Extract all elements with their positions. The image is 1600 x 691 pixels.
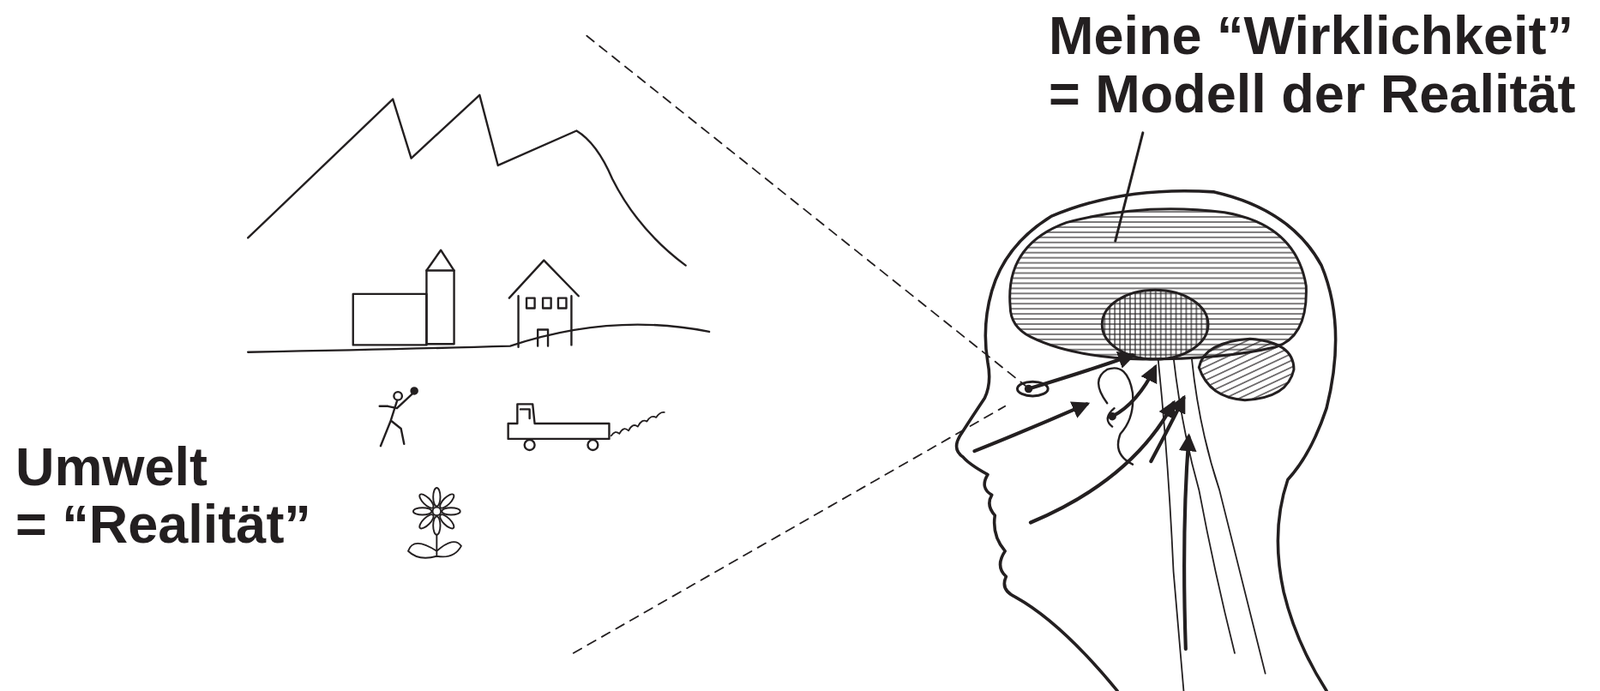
sensory-arrow [974, 403, 1087, 452]
mountains [247, 95, 686, 266]
exhaust [611, 412, 665, 437]
house [509, 260, 579, 348]
label-text: = Modell der Realität [1048, 66, 1576, 121]
label-text: = “Realität” [15, 497, 312, 552]
window [558, 298, 567, 309]
figure-head [393, 391, 403, 401]
window [526, 298, 536, 309]
sensory-arrow [1184, 437, 1189, 650]
church-nave [353, 294, 428, 346]
ground [247, 324, 710, 353]
cerebrum [1010, 209, 1307, 360]
truck [508, 403, 610, 439]
sensory-arrow [1150, 397, 1184, 462]
flower [408, 487, 462, 559]
church-tower [426, 270, 454, 345]
leader-line [1115, 132, 1143, 241]
church-spire [426, 250, 454, 271]
wheel [587, 439, 598, 451]
wheel [524, 439, 536, 451]
figure-ball [411, 387, 418, 394]
door [537, 330, 548, 347]
view-line [573, 406, 1005, 654]
cerebellum [1198, 338, 1294, 400]
window [542, 298, 552, 309]
thalamus [1101, 289, 1209, 360]
figure-body [379, 392, 414, 446]
view-line [586, 36, 1026, 386]
sensory-arrow [1112, 367, 1155, 417]
brainstem [1158, 357, 1266, 691]
sensory-arrow [1028, 354, 1133, 389]
head-outline [956, 191, 1336, 691]
label-text: Umwelt [15, 439, 208, 494]
label-text: Meine “Wirklichkeit” [1048, 8, 1574, 63]
sensory-arrow [1030, 403, 1174, 523]
